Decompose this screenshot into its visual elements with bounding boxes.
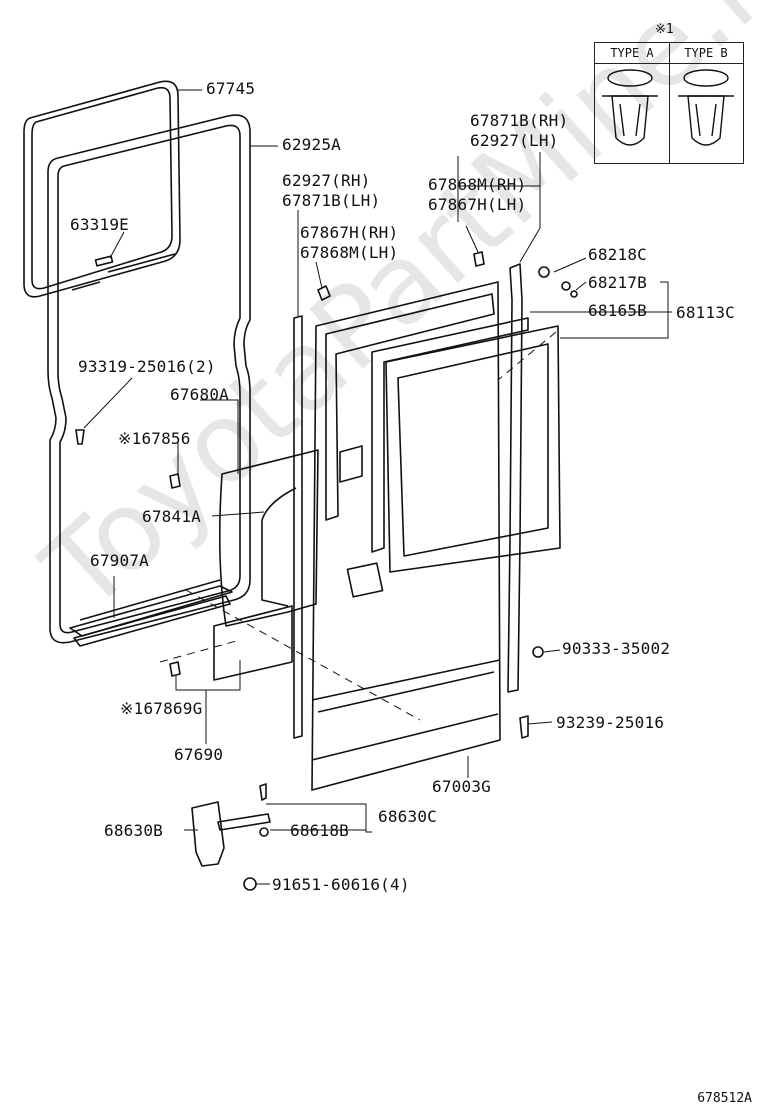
part-label-62925A[interactable]: 62925A — [282, 135, 341, 154]
illustration-code: 678512A — [697, 1091, 752, 1106]
legend-divider — [669, 43, 670, 163]
clip-fasteners — [75, 251, 578, 891]
part-label-68218C[interactable]: 68218C — [588, 245, 647, 264]
clip-type-b-drawing — [678, 69, 734, 146]
part-label-67867H-lh[interactable]: 67867H(LH) — [428, 195, 527, 214]
part-label-67003G[interactable]: 67003G — [432, 777, 491, 796]
part-label-67868M-lh[interactable]: 67868M(LH) — [300, 243, 399, 262]
part-label-68630C[interactable]: 68630C — [378, 807, 437, 826]
part-label-91651-60616[interactable]: 91651-60616(4) — [272, 875, 410, 894]
part-label-67841A[interactable]: 67841A — [142, 507, 201, 526]
leader-lines — [83, 89, 672, 885]
part-label-67867H-rh[interactable]: 67867H(RH) — [300, 223, 399, 242]
dashed-assembly-lines — [159, 331, 557, 721]
type-b-header: TYPE B — [669, 43, 743, 64]
part-label-67871B-lh[interactable]: 67871B(LH) — [282, 191, 381, 210]
trim-panel-67690 — [213, 605, 293, 681]
part-label-68217B[interactable]: 68217B — [588, 273, 647, 292]
type-a-header: TYPE A — [595, 43, 670, 64]
part-label-67745[interactable]: 67745 — [206, 79, 256, 98]
part-label-90333-35002[interactable]: 90333-35002 — [562, 639, 671, 658]
trim-board-67680A — [218, 449, 319, 627]
weatherstrip-62927-lh — [293, 315, 303, 739]
door-panel-67003G — [311, 281, 501, 791]
legend-mark: ※1 — [655, 22, 674, 37]
part-label-68630B[interactable]: 68630B — [104, 821, 163, 840]
clip-type-drawings — [602, 69, 734, 146]
part-label-67690[interactable]: 67690 — [174, 745, 224, 764]
part-label-67869G[interactable]: ※167869G — [120, 699, 203, 718]
weatherstrip-62927-rh — [507, 263, 523, 693]
hinge-68630B — [191, 801, 271, 867]
part-label-68618B[interactable]: 68618B — [290, 821, 349, 840]
clip-type-a-drawing — [602, 69, 658, 146]
weatherstrip-67745 — [23, 80, 181, 298]
part-label-93239-25016[interactable]: 93239-25016 — [556, 713, 665, 732]
glass-frame-68165B — [371, 317, 529, 553]
clip-type-legend: TYPE A TYPE B — [594, 42, 744, 164]
part-label-67871B-rh[interactable]: 67871B(RH) — [470, 111, 569, 130]
part-label-67680A[interactable]: 67680A — [170, 385, 229, 404]
part-label-62927-lh[interactable]: 62927(LH) — [470, 131, 559, 150]
part-label-67907A[interactable]: 67907A — [90, 551, 149, 570]
part-label-67856[interactable]: ※167856 — [118, 429, 191, 448]
part-label-62927-rh[interactable]: 62927(RH) — [282, 171, 371, 190]
scuff-plate-67907A — [69, 579, 233, 647]
part-label-67868M-rh[interactable]: 67868M(RH) — [428, 175, 527, 194]
part-label-68165B[interactable]: 68165B — [588, 301, 647, 320]
part-label-68113C[interactable]: 68113C — [676, 303, 735, 322]
weatherstrip-62925A — [47, 114, 251, 644]
part-label-63319E[interactable]: 63319E — [70, 215, 129, 234]
glass-68113C — [385, 325, 561, 573]
part-label-93319-25016[interactable]: 93319-25016(2) — [78, 357, 216, 376]
